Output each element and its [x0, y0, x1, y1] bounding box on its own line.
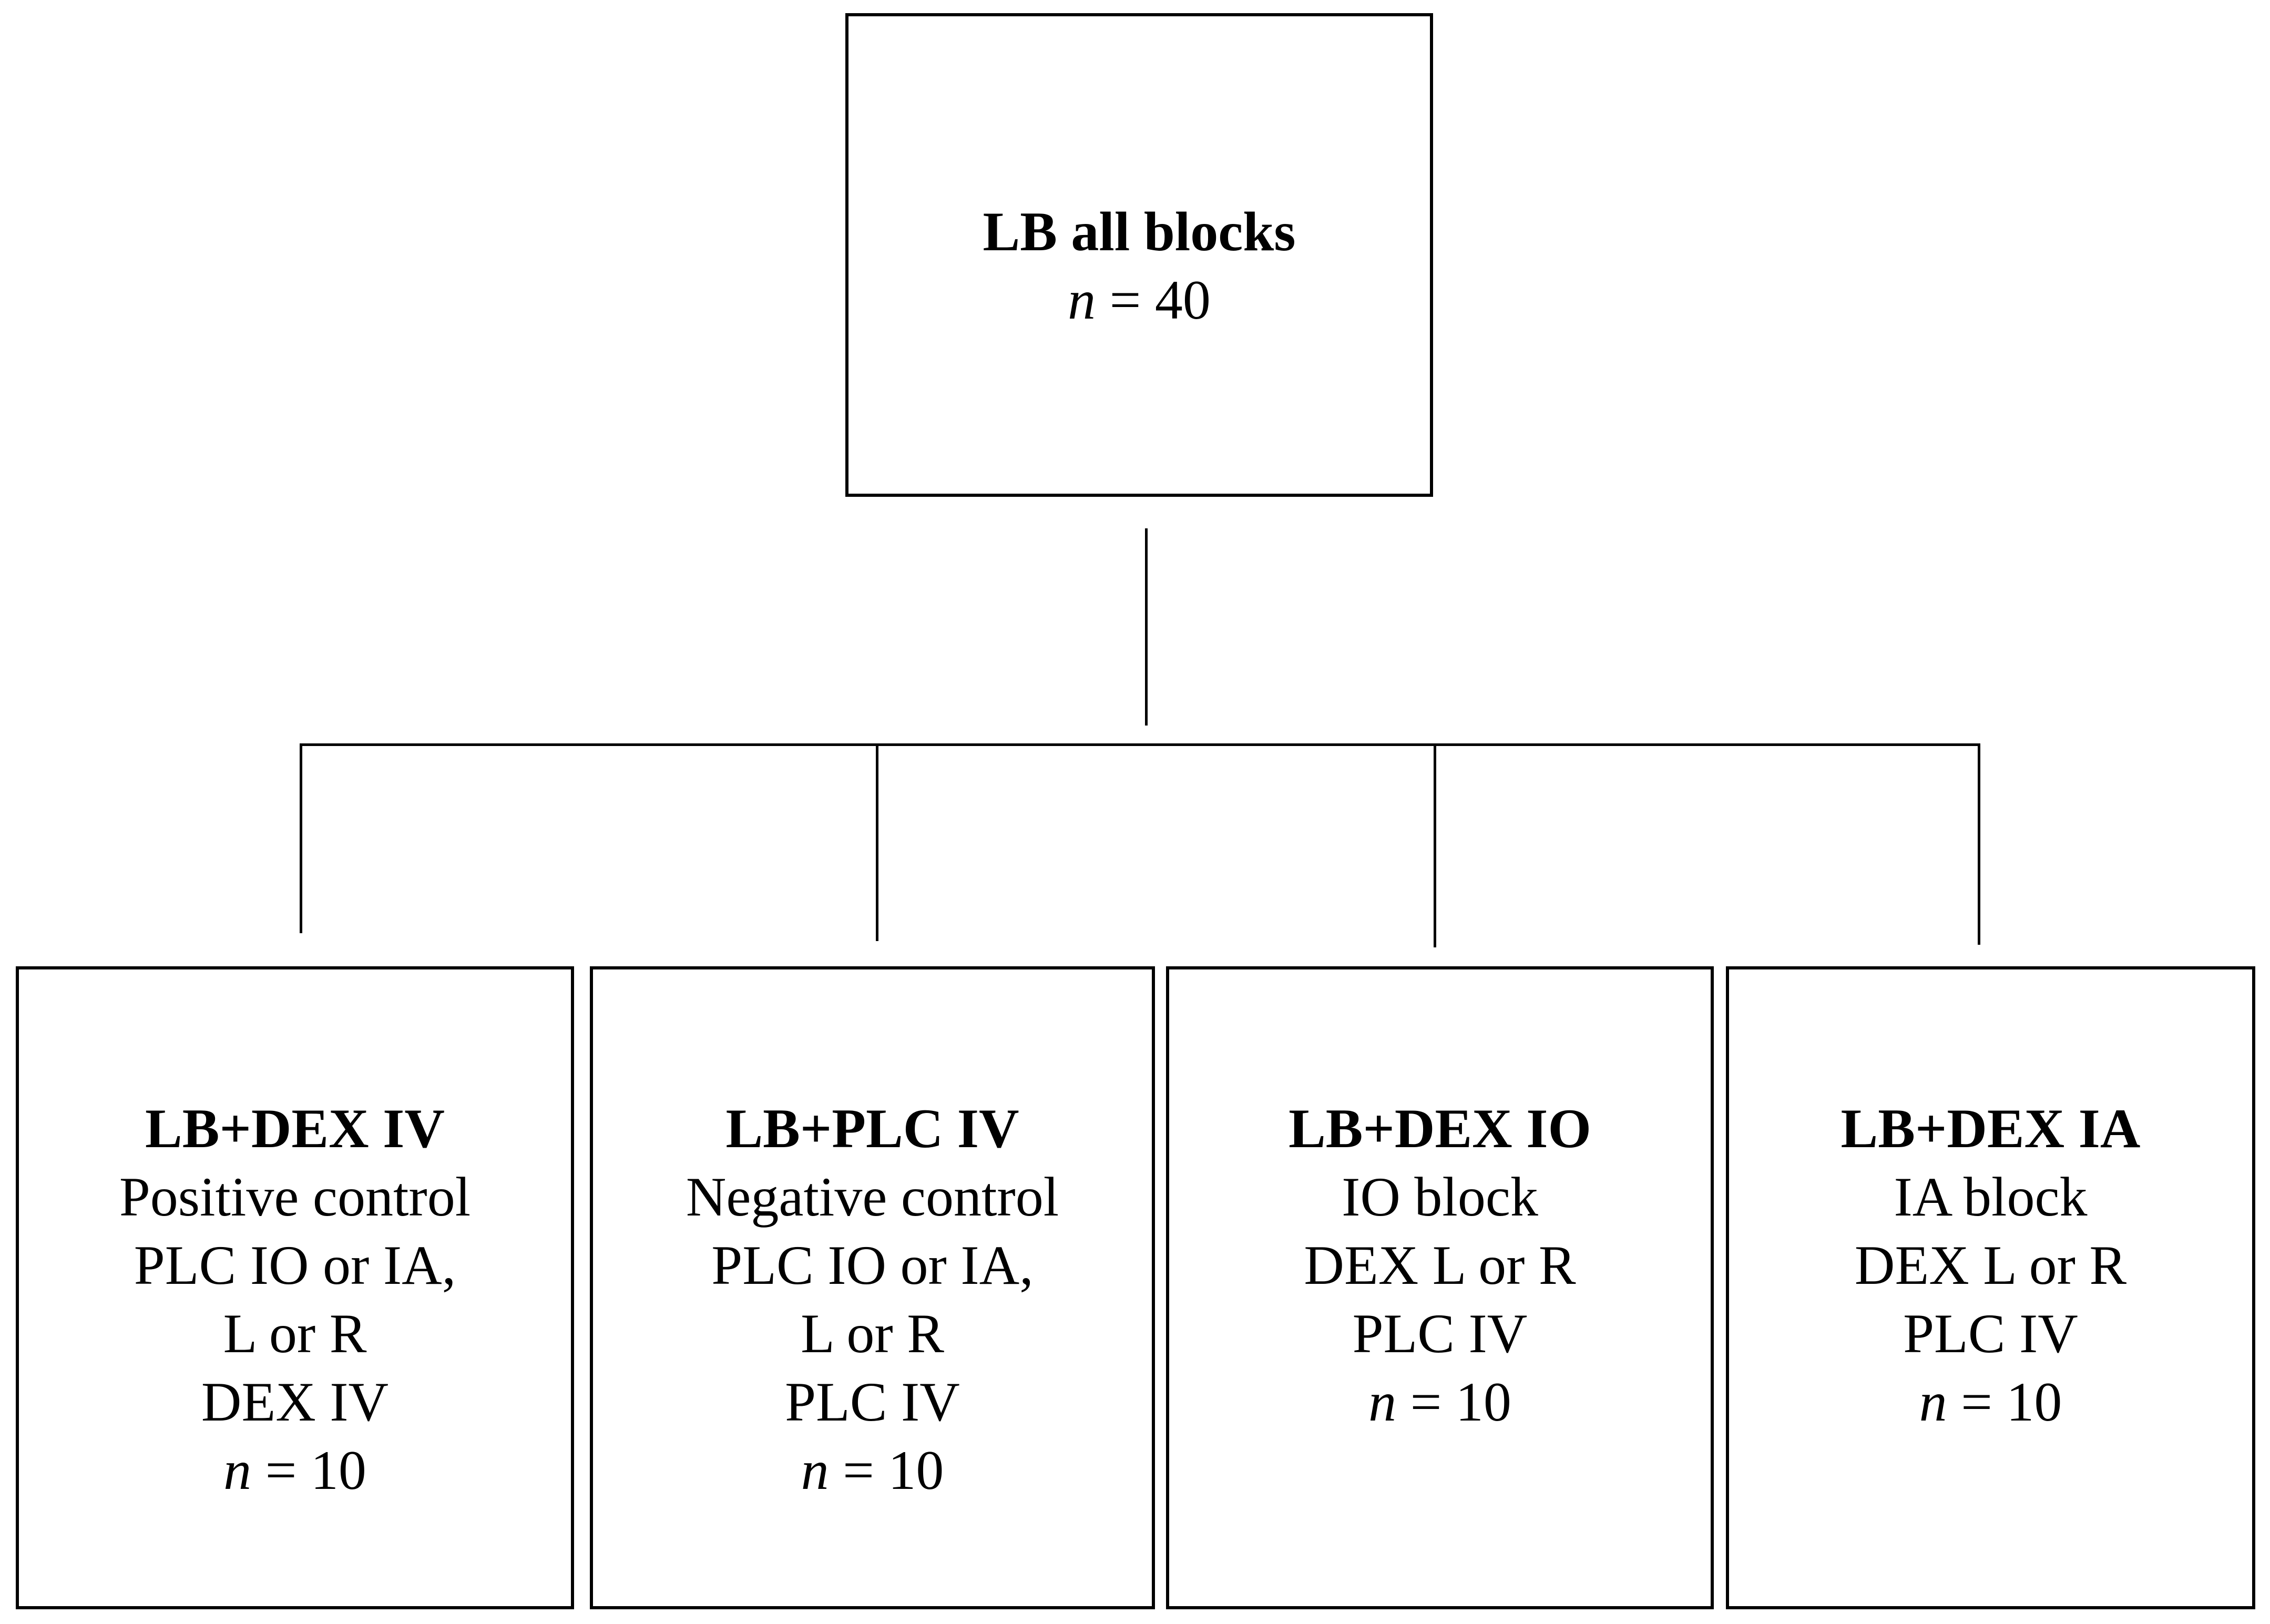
group-node-line: IA block [1894, 1166, 2088, 1228]
branch-connector-4 [1978, 743, 1980, 945]
group-node-count: n = 10 [223, 1439, 366, 1501]
group-node-line: Positive control [119, 1166, 471, 1228]
branch-connector-2 [876, 745, 878, 941]
horizontal-connector [300, 743, 1980, 746]
branch-connector-3 [1434, 745, 1436, 947]
group-node-count: n = 10 [801, 1439, 944, 1501]
group-node-line: DEX L or R [1854, 1234, 2127, 1296]
group-node-line: DEX IV [201, 1371, 389, 1433]
group-node-line: PLC IO or IA, [134, 1234, 456, 1296]
trunk-connector [1145, 528, 1148, 726]
group-node-line: PLC IO or IA, [711, 1234, 1034, 1296]
group-node-line: PLC IV [1352, 1303, 1528, 1364]
group-node-line: L or R [801, 1303, 944, 1364]
root-node-count: n = 40 [1068, 269, 1211, 331]
group-node-line: L or R [223, 1303, 367, 1364]
group-node-title: LB+DEX IA [1840, 1098, 2141, 1159]
group-node-count: n = 10 [1919, 1371, 2062, 1433]
group-node-plc-iv: LB+PLC IV Negative control PLC IO or IA,… [590, 966, 1155, 1609]
group-node-title: LB+PLC IV [725, 1098, 1019, 1159]
group-node-title: LB+DEX IV [145, 1098, 445, 1159]
group-node-line: Negative control [686, 1166, 1059, 1228]
branch-connector-1 [300, 745, 302, 933]
group-node-line: PLC IV [785, 1371, 960, 1433]
group-node-line: DEX L or R [1304, 1234, 1576, 1296]
group-node-count: n = 10 [1368, 1371, 1511, 1433]
root-node: LB all blocks n = 40 [845, 13, 1433, 497]
root-node-title: LB all blocks [983, 201, 1296, 262]
group-node-dex-io: LB+DEX IO IO block DEX L or R PLC IV n =… [1166, 966, 1714, 1609]
group-node-title: LB+DEX IO [1289, 1098, 1591, 1159]
group-node-dex-iv: LB+DEX IV Positive control PLC IO or IA,… [16, 966, 574, 1609]
group-node-line: IO block [1342, 1166, 1538, 1228]
group-node-dex-ia: LB+DEX IA IA block DEX L or R PLC IV n =… [1726, 966, 2255, 1609]
group-node-line: PLC IV [1903, 1303, 2078, 1364]
